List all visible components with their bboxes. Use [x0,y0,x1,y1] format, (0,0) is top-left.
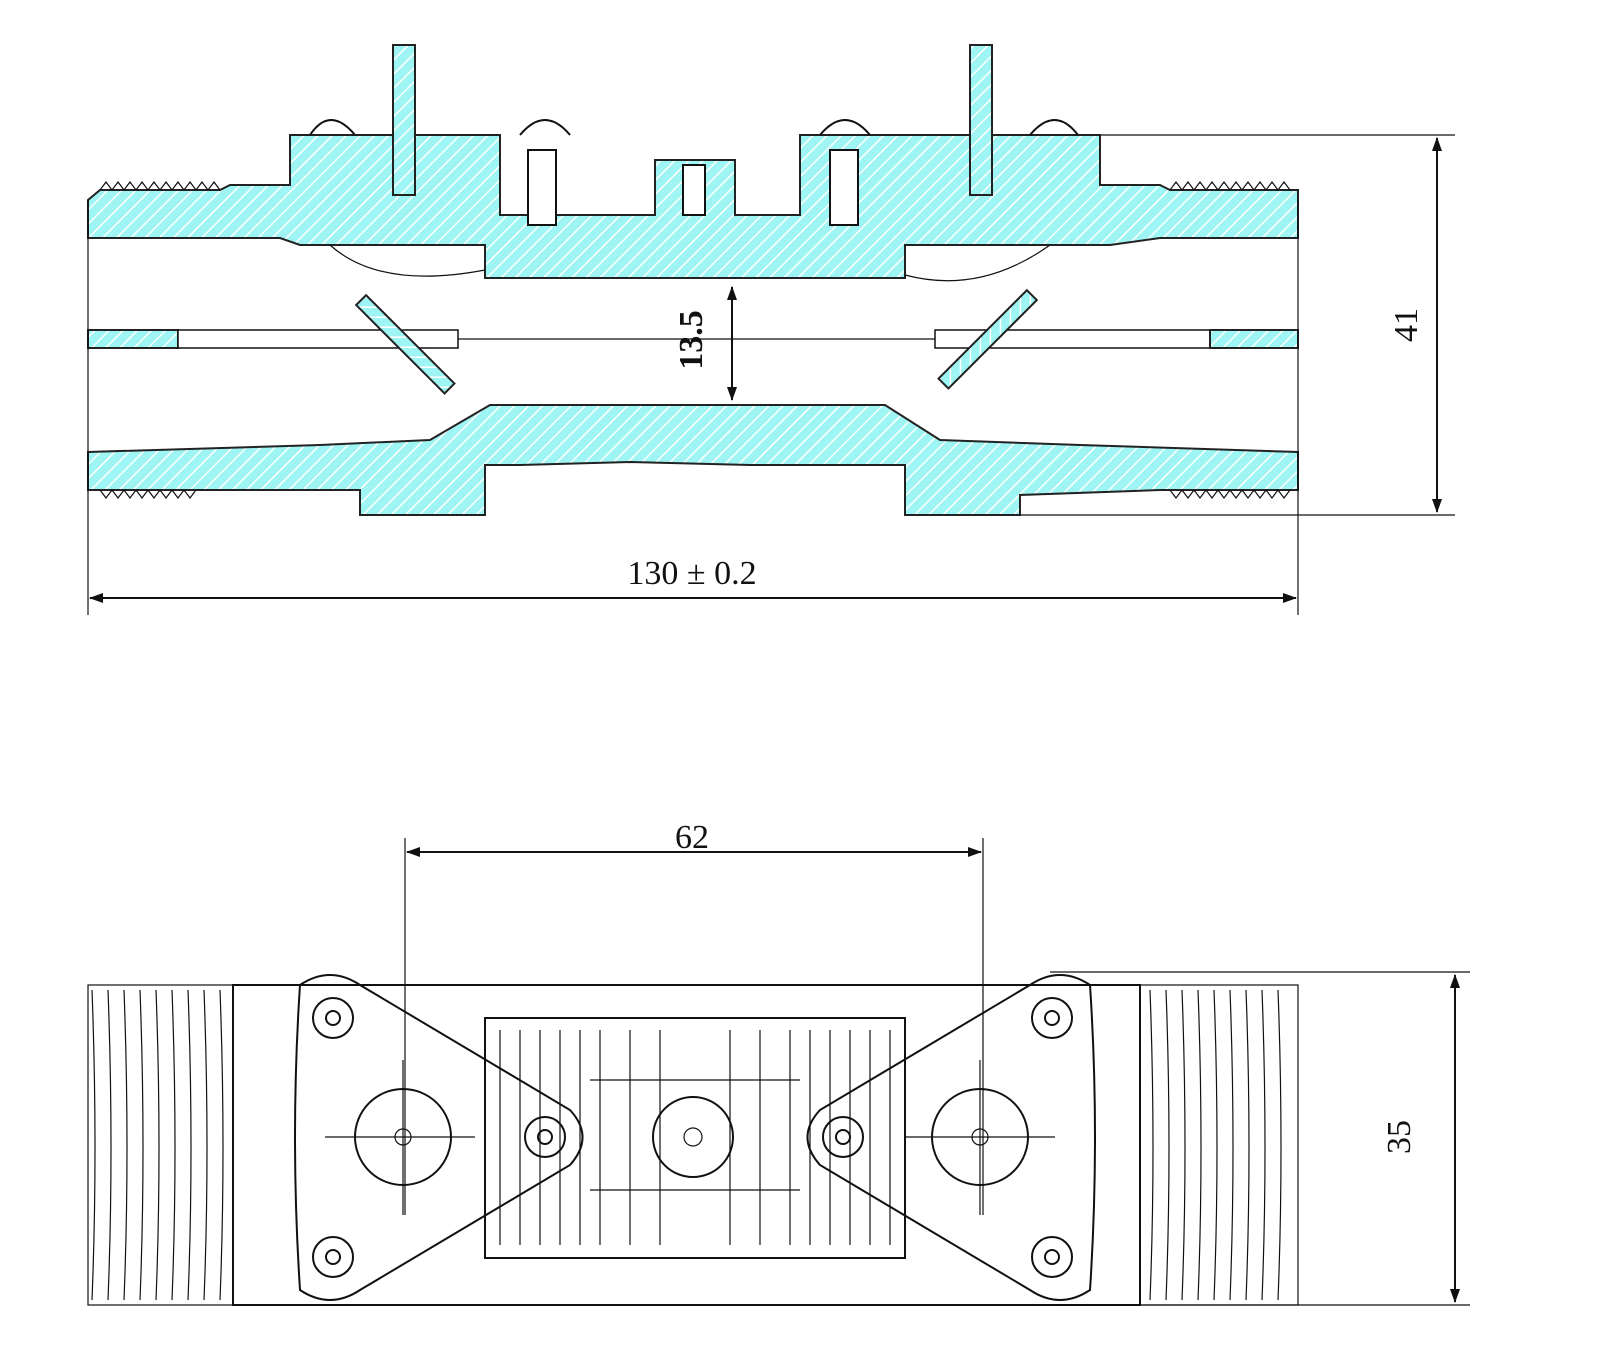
transducer-plate-right [806,974,1096,1301]
terminal-pin [392,44,416,196]
terminal-pin [969,44,993,196]
hole-spacing-dimension: 62 [675,819,709,856]
length-dimension: 130 ± 0.2 [627,555,756,592]
slot [829,149,859,226]
side-section-view: 130 ± 0.2 41 13.5 [87,44,1455,615]
reflector-right [937,288,1039,390]
screw-head [1029,119,1079,136]
screw-head [309,119,356,136]
screw-head [819,119,871,136]
screws [312,997,1073,1278]
thread-left [87,984,234,1306]
centre-body [484,1017,906,1259]
rod-left [87,329,179,349]
bore-dimension: 13.5 [673,310,710,370]
screw-head [519,119,571,136]
top-view: 62 35 [87,819,1470,1306]
slot [682,164,706,216]
transducer-plate-left [294,974,584,1301]
height-dimension: 41 [1388,308,1425,342]
slot [527,149,557,226]
reflector-left [354,293,456,395]
width-dimension: 35 [1381,1120,1418,1154]
rod-right [1209,329,1299,349]
thread-right [1139,984,1299,1306]
lower-wall-section [87,404,1299,516]
centre-boss [652,1096,734,1178]
